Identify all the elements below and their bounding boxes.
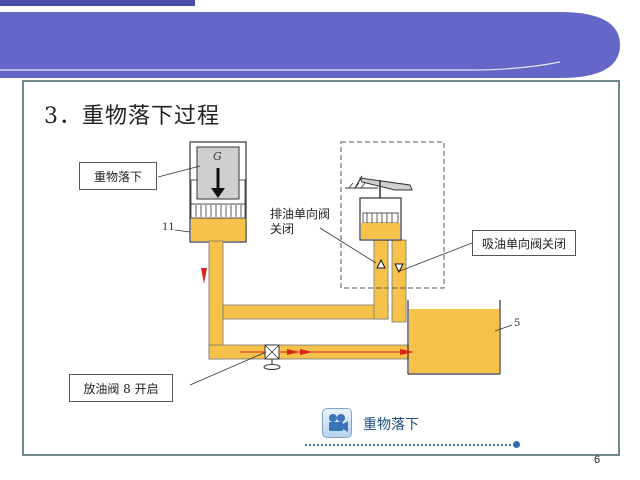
video-camera-glyph [329,414,348,432]
video-camera-icon[interactable] [322,408,352,438]
callout-suction-valve: 吸油单向阀关闭 [472,230,576,256]
page-number: 6 [594,454,601,466]
hand-pump [345,175,413,241]
pipe-suction [391,239,407,323]
pipe-middle [222,304,389,320]
leader-lines [157,165,513,386]
label-tank-5: 5 [514,318,521,329]
dotted-underline [305,444,519,446]
dotted-underline-end [513,441,520,448]
content-frame [22,80,620,456]
callout-weight-falls: 重物落下 [79,162,157,190]
oil-tank [407,300,501,375]
pipe-down-main [208,240,224,360]
flow-arrow-down [201,268,207,284]
discharge-valve-label: 排油单向阀 关闭 [270,207,330,237]
label-part-11: 11 [162,222,175,233]
banner-shape [0,12,620,78]
play-button-label[interactable]: 重物落下 [363,417,419,433]
weight-down-arrowhead [211,188,225,198]
suction-check-valve [394,263,404,274]
discharge-check-valve [376,258,386,269]
oil-pipes [208,239,415,360]
banner-top-strip [0,0,195,6]
banner-swoosh [0,61,561,71]
flow-arrow-3 [400,349,414,355]
page-title: 3．重物落下过程 [44,104,220,129]
pump-lever [359,177,413,191]
drain-valve [263,344,281,370]
hand-pump-boundary [340,141,445,289]
callout-drain-valve: 放油阀 8 开启 [69,374,173,402]
pipe-pump-down [373,239,389,320]
cylinder-oil [191,218,245,241]
header-banner [0,0,620,78]
piston-seal [190,203,246,219]
discharge-valve-label-line1: 排油单向阀 [270,207,331,221]
lift-cylinder [189,141,247,243]
discharge-valve-label-line2: 关闭 [270,222,295,236]
weight-symbol-label: G [213,150,222,163]
